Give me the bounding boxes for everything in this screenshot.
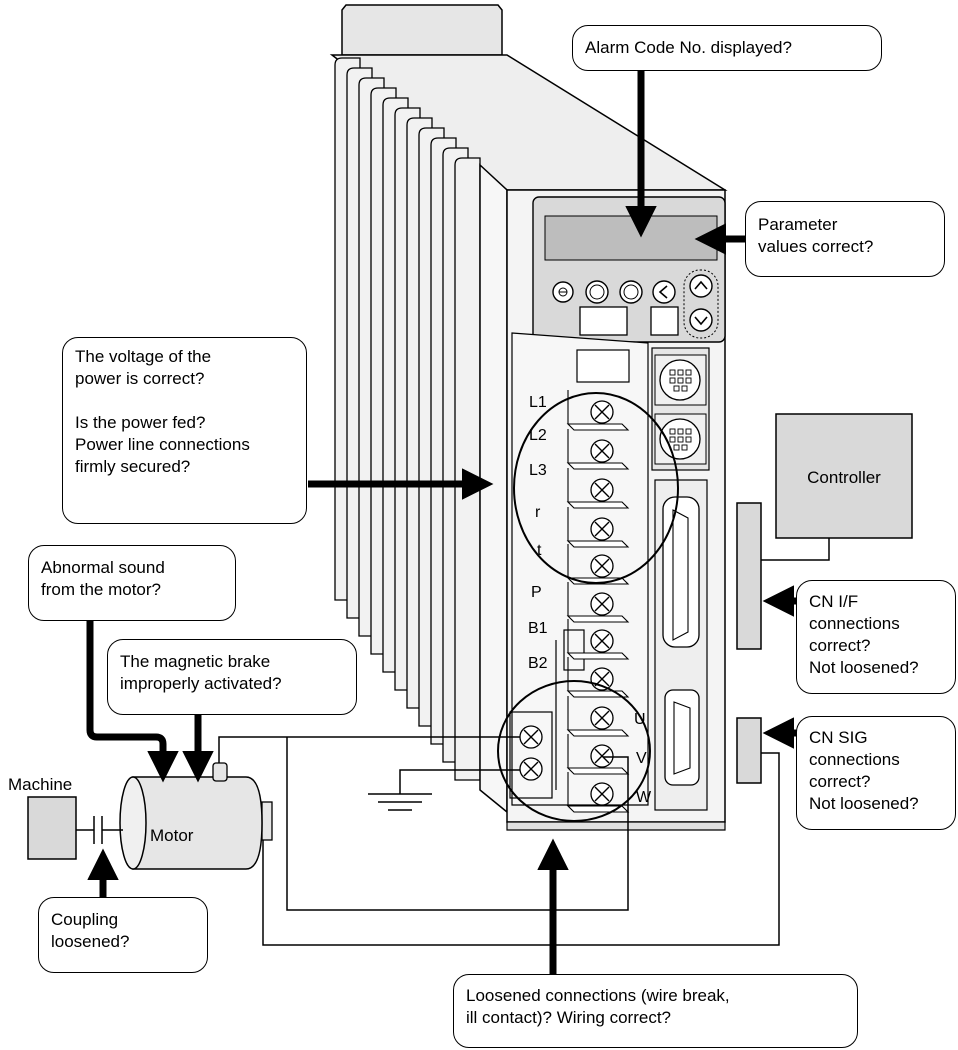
callout-coupling: Coupling loosened? (38, 897, 208, 973)
machine-label: Machine (8, 775, 72, 794)
terminal-screw-cross (594, 786, 610, 802)
data-button[interactable] (619, 280, 643, 304)
terminal-label-p: P (531, 584, 542, 601)
wiring (218, 736, 780, 946)
callout-parameter-values: Parameter values correct? (745, 201, 945, 277)
callout-power-supply: The voltage of the power is correct? Is … (62, 337, 307, 524)
terminal-screw-cross (594, 443, 610, 459)
callout-alarm-code: Alarm Code No. displayed? (572, 25, 882, 71)
display-window (544, 215, 718, 261)
callout-cn-sig: CN SIG connections correct? Not loosened… (796, 716, 956, 830)
terminal-barrier (566, 652, 630, 660)
terminal-barrier (566, 615, 630, 623)
shift-button[interactable] (652, 280, 676, 304)
brake-terminal (212, 762, 228, 782)
terminal-label-l2: L2 (529, 427, 547, 444)
servo-amplifier (329, 4, 728, 831)
terminal-label-l1: L1 (529, 394, 547, 411)
terminal-label-u: U (634, 711, 646, 728)
panel-switch (650, 306, 679, 336)
terminal-label-r: r (535, 504, 541, 521)
controller-box (775, 413, 913, 539)
terminal-screw-cross (594, 596, 610, 612)
cn-if-port (662, 496, 700, 648)
mode-button[interactable] (585, 280, 609, 304)
callout-magnetic-brake: The magnetic brake improperly activated? (107, 639, 357, 715)
ground-symbol-icon (368, 793, 432, 811)
terminal-barrier (566, 767, 630, 775)
terminal-screw-cross (594, 404, 610, 420)
power-terminals-highlight (513, 392, 679, 584)
up-button[interactable] (689, 274, 713, 298)
down-button[interactable] (689, 308, 713, 332)
terminal-barrier (566, 729, 630, 737)
terminal-barrier (566, 501, 630, 509)
connector-cn-x5 (659, 359, 701, 401)
terminal-screw-cross (594, 482, 610, 498)
motor: Motor (119, 762, 273, 870)
ground-terminal-block (509, 711, 553, 799)
terminal-barrier (566, 540, 630, 548)
terminal-label-l3: L3 (529, 462, 547, 479)
terminal-screw-cross (594, 710, 610, 726)
terminal-barrier (566, 690, 630, 698)
terminal-screw-cross (594, 521, 610, 537)
panel-connector (579, 306, 628, 336)
terminal-barrier (566, 462, 630, 470)
terminal-label-w: W (636, 789, 652, 806)
terminal-label-t: t (537, 542, 542, 559)
terminal-screw-cross (594, 558, 610, 574)
callout-abnormal-sound: Abnormal sound from the motor? (28, 545, 236, 621)
motor-label: Motor (150, 826, 194, 845)
controller-label: Controller (807, 468, 881, 487)
terminal-block (566, 390, 630, 813)
machine-box (27, 796, 77, 860)
terminal-screw-cross (594, 748, 610, 764)
terminal-label-b2: B2 (528, 655, 548, 672)
terminal-screw-cross (594, 633, 610, 649)
cn-sig-plug (736, 717, 762, 784)
callout-cn-if: CN I/F connections correct? Not loosened… (796, 580, 956, 694)
heatsink-fins (334, 57, 481, 781)
terminal-barrier (566, 423, 630, 431)
coupling-icon (76, 816, 123, 844)
motor-terminals-highlight (497, 680, 651, 822)
cn-if-plug (736, 502, 762, 650)
callout-loosened-connections: Loosened connections (wire break, ill co… (453, 974, 858, 1048)
terminal-label-v: V (636, 750, 647, 767)
terminal-label-b1: B1 (528, 620, 548, 637)
